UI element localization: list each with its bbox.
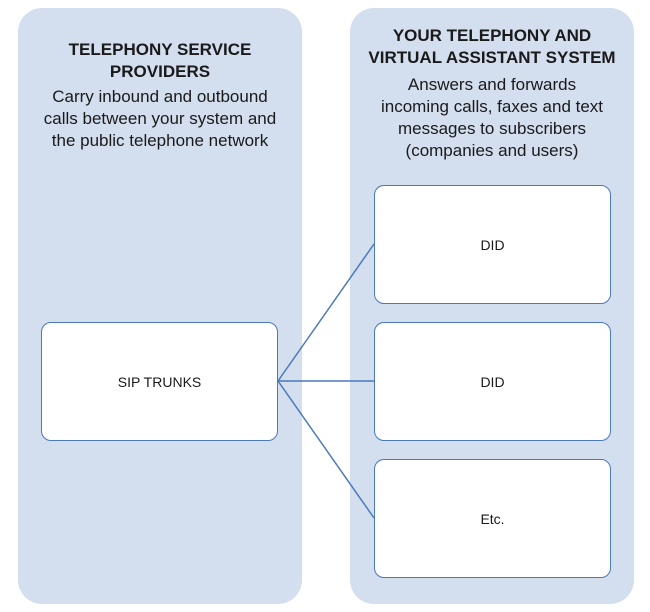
did-label-1: DID [480, 236, 505, 253]
sip-trunks-box: SIP TRUNKS [41, 322, 278, 441]
etc-box: Etc. [374, 459, 611, 578]
did-box-2: DID [374, 322, 611, 441]
providers-panel-description: Carry inbound and outbound calls between… [43, 87, 277, 150]
did-label-2: DID [480, 373, 505, 390]
system-panel-title: YOUR TELEPHONY AND VIRTUAL ASSISTANT SYS… [368, 26, 616, 67]
did-box-1: DID [374, 185, 611, 304]
providers-panel-title: TELEPHONY SERVICE PROVIDERS [68, 40, 252, 81]
system-panel-description: Answers and forwards incoming calls, fax… [380, 75, 604, 160]
telephony-service-providers-panel: TELEPHONY SERVICE PROVIDERS Carry inboun… [18, 8, 302, 604]
sip-trunks-label: SIP TRUNKS [117, 373, 202, 390]
etc-label: Etc. [480, 510, 505, 527]
